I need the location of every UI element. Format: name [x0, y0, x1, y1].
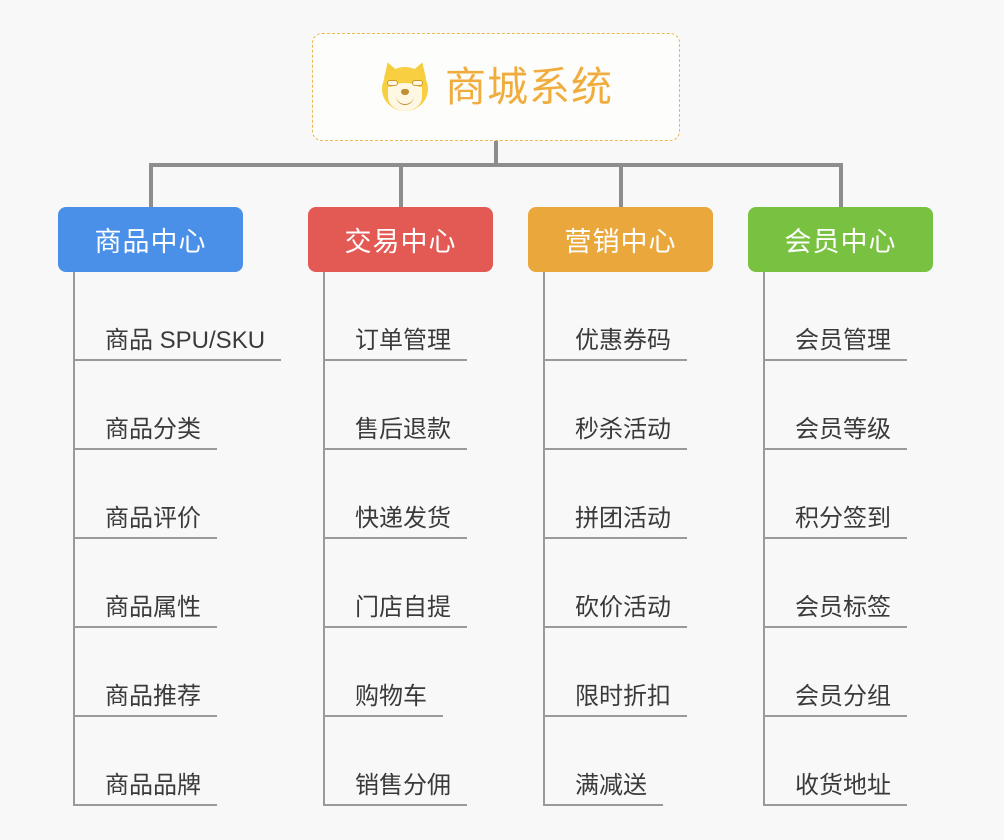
leaf-item[interactable]: 优惠券码: [545, 327, 687, 361]
connector-drop-product-center: [148, 163, 153, 209]
leaf-item[interactable]: 商品推荐: [75, 683, 217, 717]
category-label: 交易中心: [344, 227, 457, 257]
leaf-item[interactable]: 订单管理: [325, 327, 467, 361]
leaf-item[interactable]: 会员管理: [765, 327, 907, 361]
connector-drop-marketing-center: [618, 163, 623, 209]
leaf-item[interactable]: 会员分组: [765, 683, 907, 717]
leaf-item[interactable]: 会员标签: [765, 594, 907, 628]
leaf-item[interactable]: 购物车: [325, 683, 443, 717]
shiba-inu-icon: [379, 59, 431, 113]
leaf-item[interactable]: 商品 SPU/SKU: [75, 327, 282, 361]
leaf-trunk-line: [73, 272, 75, 806]
leaf-item[interactable]: 售后退款: [325, 416, 467, 450]
category-label: 营销中心: [564, 227, 677, 257]
connector-root-stem: [494, 141, 498, 166]
root-node[interactable]: 商城系统: [312, 33, 680, 141]
leaf-item[interactable]: 门店自提: [325, 594, 467, 628]
leaf-item[interactable]: 砍价活动: [545, 594, 687, 628]
leaf-item[interactable]: 满减送: [545, 772, 663, 806]
leaf-item[interactable]: 限时折扣: [545, 683, 687, 717]
leaf-item[interactable]: 快递发货: [325, 505, 467, 539]
leaf-item[interactable]: 拼团活动: [545, 505, 687, 539]
leaf-item[interactable]: 会员等级: [765, 416, 907, 450]
category-box-product-center[interactable]: 商品中心: [58, 207, 243, 272]
leaf-item[interactable]: 商品分类: [75, 416, 217, 450]
leaf-item[interactable]: 销售分佣: [325, 772, 467, 806]
leaf-item[interactable]: 积分签到: [765, 505, 907, 539]
category-box-marketing-center[interactable]: 营销中心: [528, 207, 713, 272]
category-label: 商品中心: [94, 227, 207, 257]
connector-bus: [150, 163, 840, 167]
category-box-member-center[interactable]: 会员中心: [748, 207, 933, 272]
leaf-item[interactable]: 商品评价: [75, 505, 217, 539]
category-box-trade-center[interactable]: 交易中心: [308, 207, 493, 272]
connector-drop-trade-center: [398, 163, 403, 209]
leaf-trunk-line: [763, 272, 765, 806]
connector-drop-member-center: [838, 163, 843, 209]
leaf-item[interactable]: 收货地址: [765, 772, 907, 806]
root-label: 商城系统: [445, 63, 613, 110]
leaf-trunk-line: [323, 272, 325, 806]
leaf-trunk-line: [543, 272, 545, 806]
leaf-item[interactable]: 秒杀活动: [545, 416, 687, 450]
leaf-item[interactable]: 商品属性: [75, 594, 217, 628]
category-label: 会员中心: [784, 227, 897, 257]
leaf-item[interactable]: 商品品牌: [75, 772, 217, 806]
